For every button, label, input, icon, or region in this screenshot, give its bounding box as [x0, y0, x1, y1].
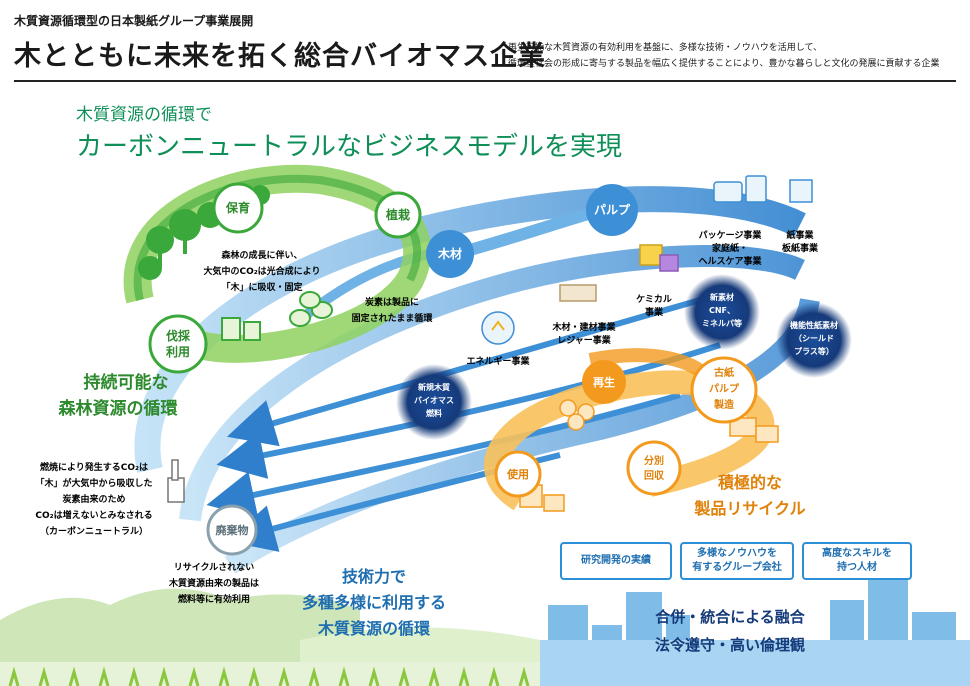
node-bassai: 伐採: [166, 328, 191, 343]
chemical-line1: ケミカル: [636, 294, 672, 305]
lead-heading-small: 木質資源の循環で: [76, 105, 212, 125]
strength-box-group-line1: 多様なノウハウを: [697, 548, 777, 559]
bunbetsu-line2: 回収: [644, 470, 665, 482]
waste-note-line1: リサイクルされない: [174, 562, 255, 573]
koshi-line1: 古紙: [714, 366, 734, 379]
koshi-line3: 製造: [713, 398, 735, 411]
forest-caption-line1: 持続可能な: [84, 372, 169, 393]
fusion-text: 合併・統合による融合: [654, 608, 806, 626]
navy-nodes: [396, 274, 852, 440]
log-pile-icon: [221, 291, 333, 341]
node-mokuzai: 木材: [437, 246, 462, 261]
bio-line1: 新規木質: [418, 382, 450, 392]
strength-box-talent-line1: 高度なスキルを: [822, 548, 892, 559]
grass-tufts: [8, 666, 530, 686]
func-line1: 機能性紙素材: [790, 320, 838, 330]
node-saisei: 再生: [593, 375, 615, 389]
node-hoiku: 保育: [225, 200, 250, 215]
lead-heading-large: カーボンニュートラルなビジネスモデルを実現: [76, 132, 623, 162]
recycle-nodes: [494, 356, 758, 498]
business-nodes: [426, 184, 638, 278]
ethics-text: 法令遵守・高い倫理観: [655, 636, 805, 654]
carbon-note-line4: CO₂は増えないとみなされる: [35, 509, 152, 521]
page-title: 木とともに未来を拓く総合バイオマス企業: [14, 41, 546, 72]
node-pulp: パルプ: [594, 202, 631, 217]
tech-caption-line1: 技術力で: [342, 567, 406, 586]
tech-caption-line2: 多種多様に利用する: [302, 593, 446, 612]
newmat-line3: ミネルパ等: [702, 318, 742, 328]
forest-note-line3: 「木」に吸収・固定: [221, 281, 303, 293]
tech-caption-line3: 木質資源の循環: [317, 619, 431, 638]
strength-box-talent-line2: 持つ人材: [837, 562, 877, 573]
package-line3: ヘルスケア事業: [698, 255, 762, 267]
strength-box-rnd: 研究開発の実績: [560, 542, 672, 580]
energy-label: エネルギー事業: [466, 355, 530, 367]
forest-caption-line2: 森林資源の循環: [59, 398, 179, 419]
carbon-note-line3: 炭素由来のため: [62, 493, 125, 505]
carbon-fixed-line2: 固定されたまま循環: [352, 312, 434, 324]
carbon-fixed-line1: 炭素は製品に: [365, 296, 419, 308]
forest-note-line2: 大気中のCO₂は光合成により: [203, 265, 320, 277]
func-line2: （シールド: [794, 333, 834, 343]
description-line: 再生可能な木質資源の有効利用を基盤に、多様な技術・ノウハウを活用して、: [508, 43, 823, 53]
newmat-line1: 新素材: [710, 292, 734, 302]
forest-nodes: [148, 182, 422, 374]
bio-line2: バイオマス: [414, 396, 454, 405]
recycle-caption-line2: 製品リサイクル: [693, 499, 805, 518]
newmat-line2: CNF、: [709, 306, 735, 315]
carbon-note-line5: （カーボンニュートラル）: [40, 525, 148, 537]
waste-note-line2: 木質資源由来の製品は: [168, 577, 259, 589]
strength-box-rnd-label: 研究開発の実績: [581, 555, 651, 566]
node-shiyo: 使用: [506, 467, 529, 481]
paper-line1: 紙事業: [786, 229, 814, 241]
recycle-caption-line1: 積極的な: [717, 473, 782, 492]
package-line2: 家庭紙・: [712, 242, 748, 254]
bio-line3: 燃料: [426, 408, 442, 418]
node-haikibutsu: 廃棄物: [216, 523, 249, 537]
paper-roll-icons: [519, 399, 779, 512]
package-line1: パッケージ事業: [699, 229, 763, 241]
bunbetsu-line1: 分別: [644, 454, 664, 467]
city-skyline: [540, 580, 970, 686]
paper-line2: 板紙事業: [782, 242, 819, 254]
header-subtitle: 木質資源循環型の日本製紙グループ事業展開: [14, 14, 254, 28]
koshi-line2: パルプ: [709, 382, 740, 395]
node-shokusai: 植栽: [385, 207, 410, 222]
strength-box-talent: 高度なスキルを 持つ人材: [802, 542, 912, 580]
chemical-line2: 事業: [645, 306, 664, 318]
lumber-line1: 木材・建材事業: [551, 321, 616, 333]
lumber-line2: レジャー事業: [557, 334, 612, 346]
product-icons: [167, 175, 813, 503]
header-divider: [14, 80, 956, 82]
carbon-note-line1: 燃焼により発生するCO₂は: [40, 461, 148, 473]
description-line: 循環型社会の形成に寄与する製品を幅広く提供することにより、豊かな暮らしと文化の発…: [508, 59, 940, 69]
node-riyou: 利用: [166, 344, 190, 359]
strength-box-group: 多様なノウハウを 有するグループ会社: [680, 542, 794, 580]
carbon-note-line2: 「木」が大気中から吸収した: [35, 477, 152, 489]
strength-box-group-line2: 有するグループ会社: [692, 562, 782, 573]
forest-note-line1: 森林の成長に伴い、: [221, 249, 302, 261]
waste-note-line3: 燃料等に有効利用: [178, 593, 250, 605]
header-description: 再生可能な木質資源の有効利用を基盤に、多様な技術・ノウハウを活用して、 循環型社…: [508, 40, 958, 72]
func-line3: プラス等）: [794, 346, 834, 356]
waste-node-circle: [206, 504, 258, 556]
